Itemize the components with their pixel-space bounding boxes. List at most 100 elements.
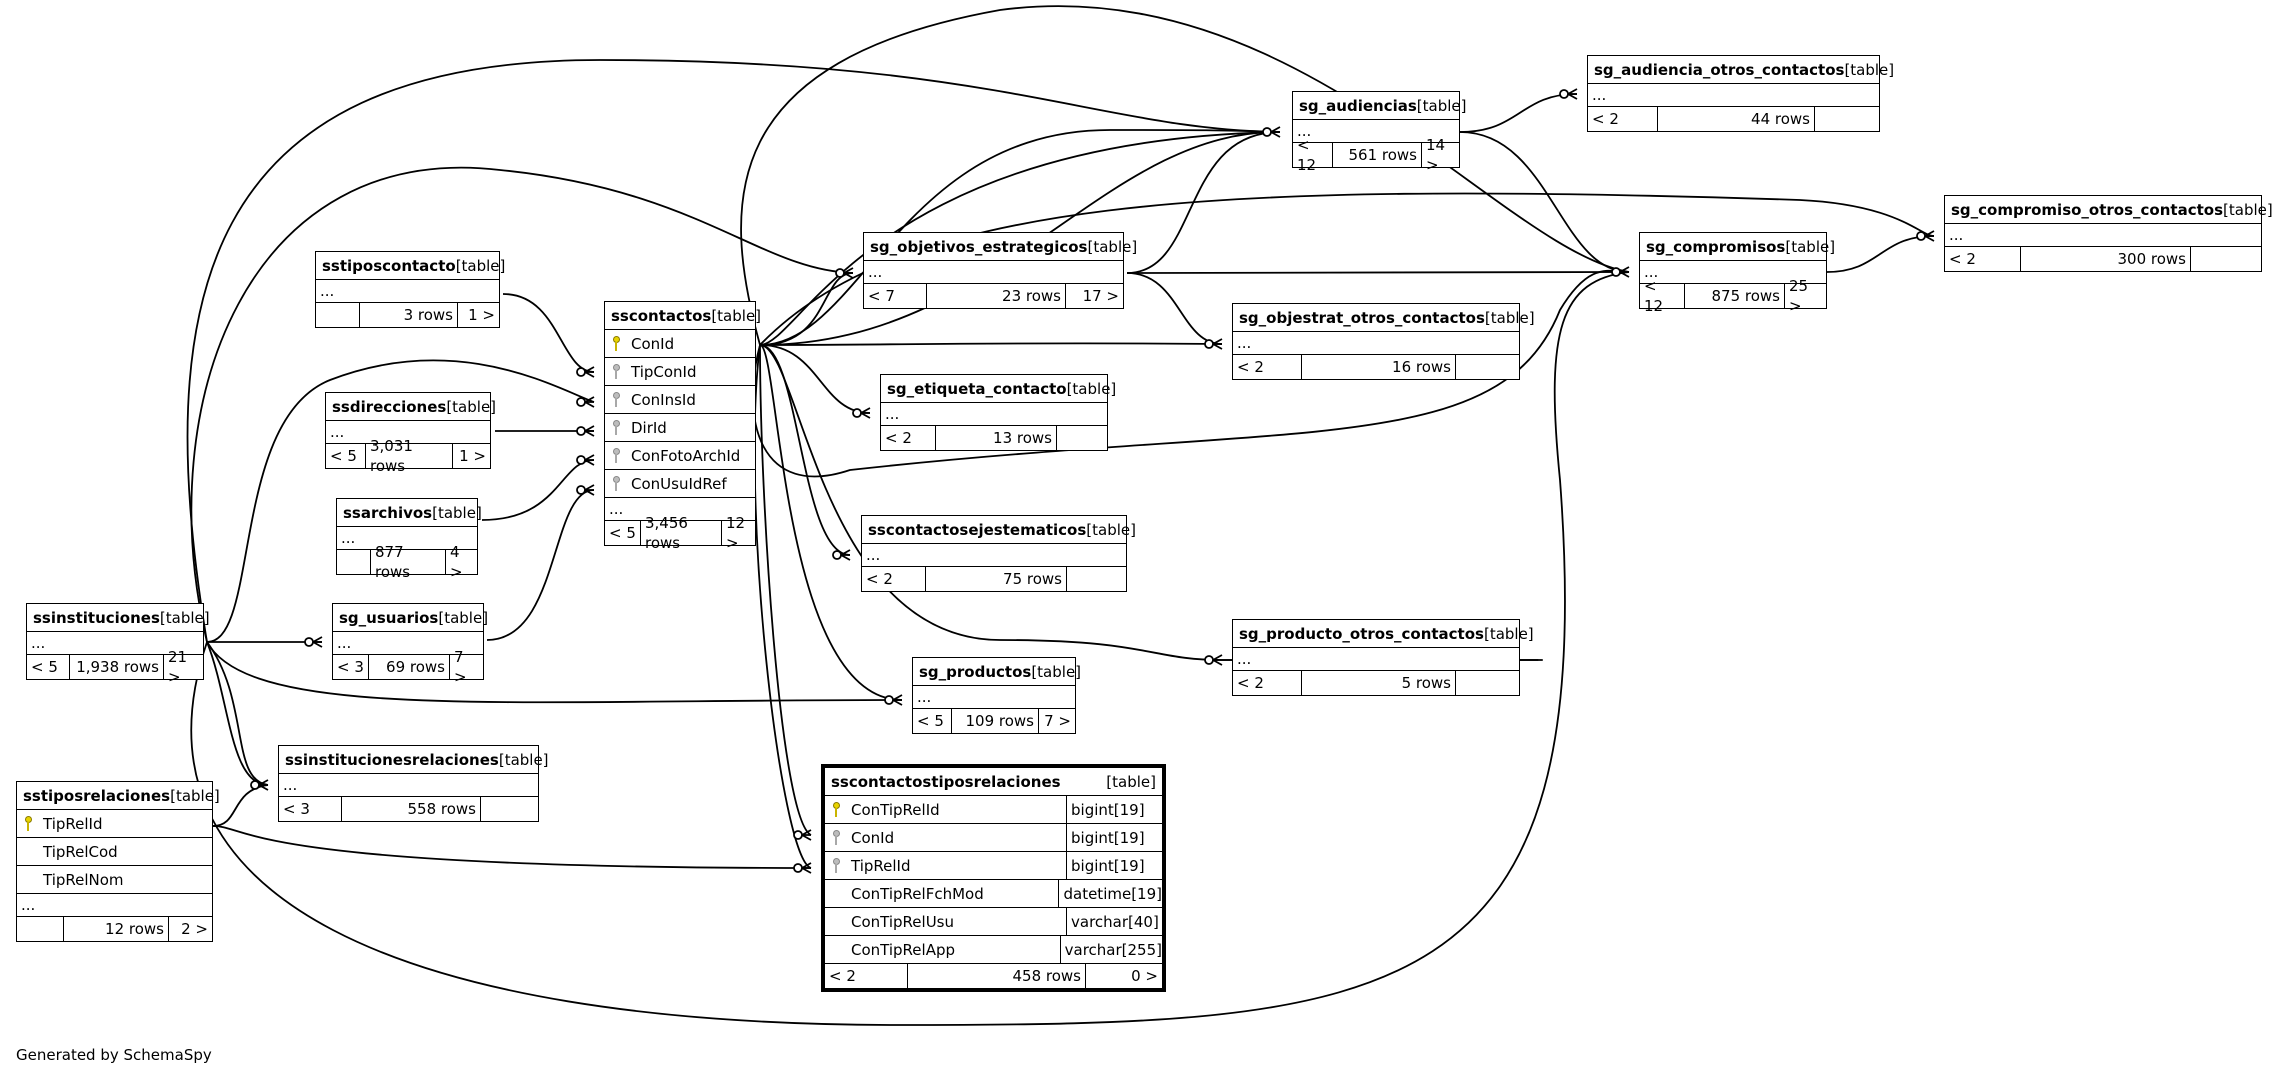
- column-row[interactable]: ConId: [605, 330, 755, 358]
- more-columns: ...: [27, 632, 203, 655]
- parent-count[interactable]: [316, 303, 360, 327]
- parent-count[interactable]: < 2: [825, 964, 908, 988]
- table-header: sg_objetivos_estrategicos[table]: [864, 233, 1137, 261]
- parent-count[interactable]: < 5: [27, 655, 70, 679]
- child-count[interactable]: [1456, 355, 1519, 379]
- column-row[interactable]: TipRelNom: [17, 866, 212, 894]
- table-sg_producto_otros_contactos[interactable]: sg_producto_otros_contactos[table]...< 2…: [1232, 619, 1534, 696]
- parent-count[interactable]: < 7: [864, 284, 927, 308]
- table-name: ssinstituciones: [33, 608, 160, 627]
- more-columns: ...: [1588, 84, 1879, 107]
- child-count[interactable]: 1 >: [459, 447, 486, 465]
- child-count[interactable]: [1456, 671, 1519, 695]
- table-sg_compromiso_otros_contactos[interactable]: sg_compromiso_otros_contactos[table]...<…: [1944, 195, 2273, 272]
- relationship-line: [759, 344, 903, 701]
- column-row[interactable]: TipRelCod: [17, 838, 212, 866]
- table-sg_objestrat_otros_contactos[interactable]: sg_objestrat_otros_contactos[table]...< …: [1232, 303, 1535, 380]
- parent-count[interactable]: < 2: [1233, 671, 1302, 695]
- more-columns: ...: [913, 686, 1075, 709]
- parent-count[interactable]: < 2: [881, 426, 936, 450]
- column-name: TipConId: [631, 362, 697, 381]
- parent-count[interactable]: < 2: [1945, 247, 2021, 271]
- child-count[interactable]: [1057, 426, 1107, 450]
- more-columns: ...: [17, 894, 212, 917]
- child-count[interactable]: [2191, 247, 2261, 271]
- column-row[interactable]: DirId: [605, 414, 755, 442]
- child-count[interactable]: 0 >: [1131, 967, 1158, 985]
- column-name: ConId: [851, 828, 895, 847]
- column-row[interactable]: TipRelId: [17, 810, 212, 838]
- table-header: ssdirecciones[table]: [326, 393, 496, 421]
- child-count[interactable]: 12 >: [726, 514, 746, 552]
- table-type: [table]: [1106, 772, 1156, 791]
- column-row[interactable]: ConUsuIdRef: [605, 470, 755, 498]
- child-count[interactable]: [1067, 567, 1126, 591]
- child-count[interactable]: 7 >: [454, 648, 467, 686]
- parent-count[interactable]: [17, 917, 64, 941]
- column-row[interactable]: ConFotoArchId: [605, 442, 755, 470]
- table-header: sg_productos[table]: [913, 658, 1081, 686]
- parent-count[interactable]: < 12: [1293, 136, 1333, 174]
- parent-count[interactable]: < 2: [1233, 355, 1302, 379]
- child-count[interactable]: 17 >: [1082, 287, 1119, 305]
- parent-count[interactable]: [337, 550, 371, 574]
- table-sscontactostiposrelaciones[interactable]: sscontactostiposrelaciones[table]ConTipR…: [821, 764, 1166, 992]
- foreign-key-icon: [605, 386, 627, 413]
- table-type: [table]: [1785, 237, 1836, 256]
- child-count[interactable]: 21 >: [168, 648, 188, 686]
- child-count[interactable]: 14 >: [1426, 136, 1446, 174]
- many-relationship-marker: [884, 694, 903, 706]
- child-count[interactable]: 7 >: [1044, 712, 1071, 730]
- more-columns: ...: [605, 498, 755, 521]
- table-name: sg_etiqueta_contacto: [887, 379, 1067, 398]
- column-name: TipRelId: [43, 814, 103, 833]
- child-count[interactable]: 2 >: [181, 920, 208, 938]
- parent-count[interactable]: < 2: [1588, 107, 1658, 131]
- table-name: sg_compromiso_otros_contactos: [1951, 200, 2224, 219]
- column-row[interactable]: ConInsId: [605, 386, 755, 414]
- table-type: [table]: [711, 306, 762, 325]
- column-type: bigint[19]: [1066, 852, 1162, 879]
- table-sg_audiencia_otros_contactos[interactable]: sg_audiencia_otros_contactos[table]...< …: [1587, 55, 1894, 132]
- parent-count[interactable]: < 5: [913, 709, 952, 733]
- child-count[interactable]: 1 >: [468, 306, 495, 324]
- child-count[interactable]: [1815, 107, 1879, 131]
- table-header: sscontactosejestematicos[table]: [862, 516, 1136, 544]
- parent-count[interactable]: < 5: [326, 444, 366, 468]
- child-count[interactable]: 4 >: [450, 543, 463, 581]
- parent-count[interactable]: < 3: [333, 655, 369, 679]
- table-header: sg_compromiso_otros_contactos[table]: [1945, 196, 2273, 224]
- child-count[interactable]: [481, 797, 538, 821]
- parent-count[interactable]: < 5: [605, 521, 641, 545]
- parent-count[interactable]: < 2: [862, 567, 926, 591]
- parent-count[interactable]: < 3: [279, 797, 342, 821]
- many-relationship-marker: [250, 779, 269, 791]
- column-row[interactable]: TipConId: [605, 358, 755, 386]
- child-count[interactable]: 25 >: [1789, 277, 1809, 315]
- parent-count[interactable]: < 12: [1640, 277, 1685, 315]
